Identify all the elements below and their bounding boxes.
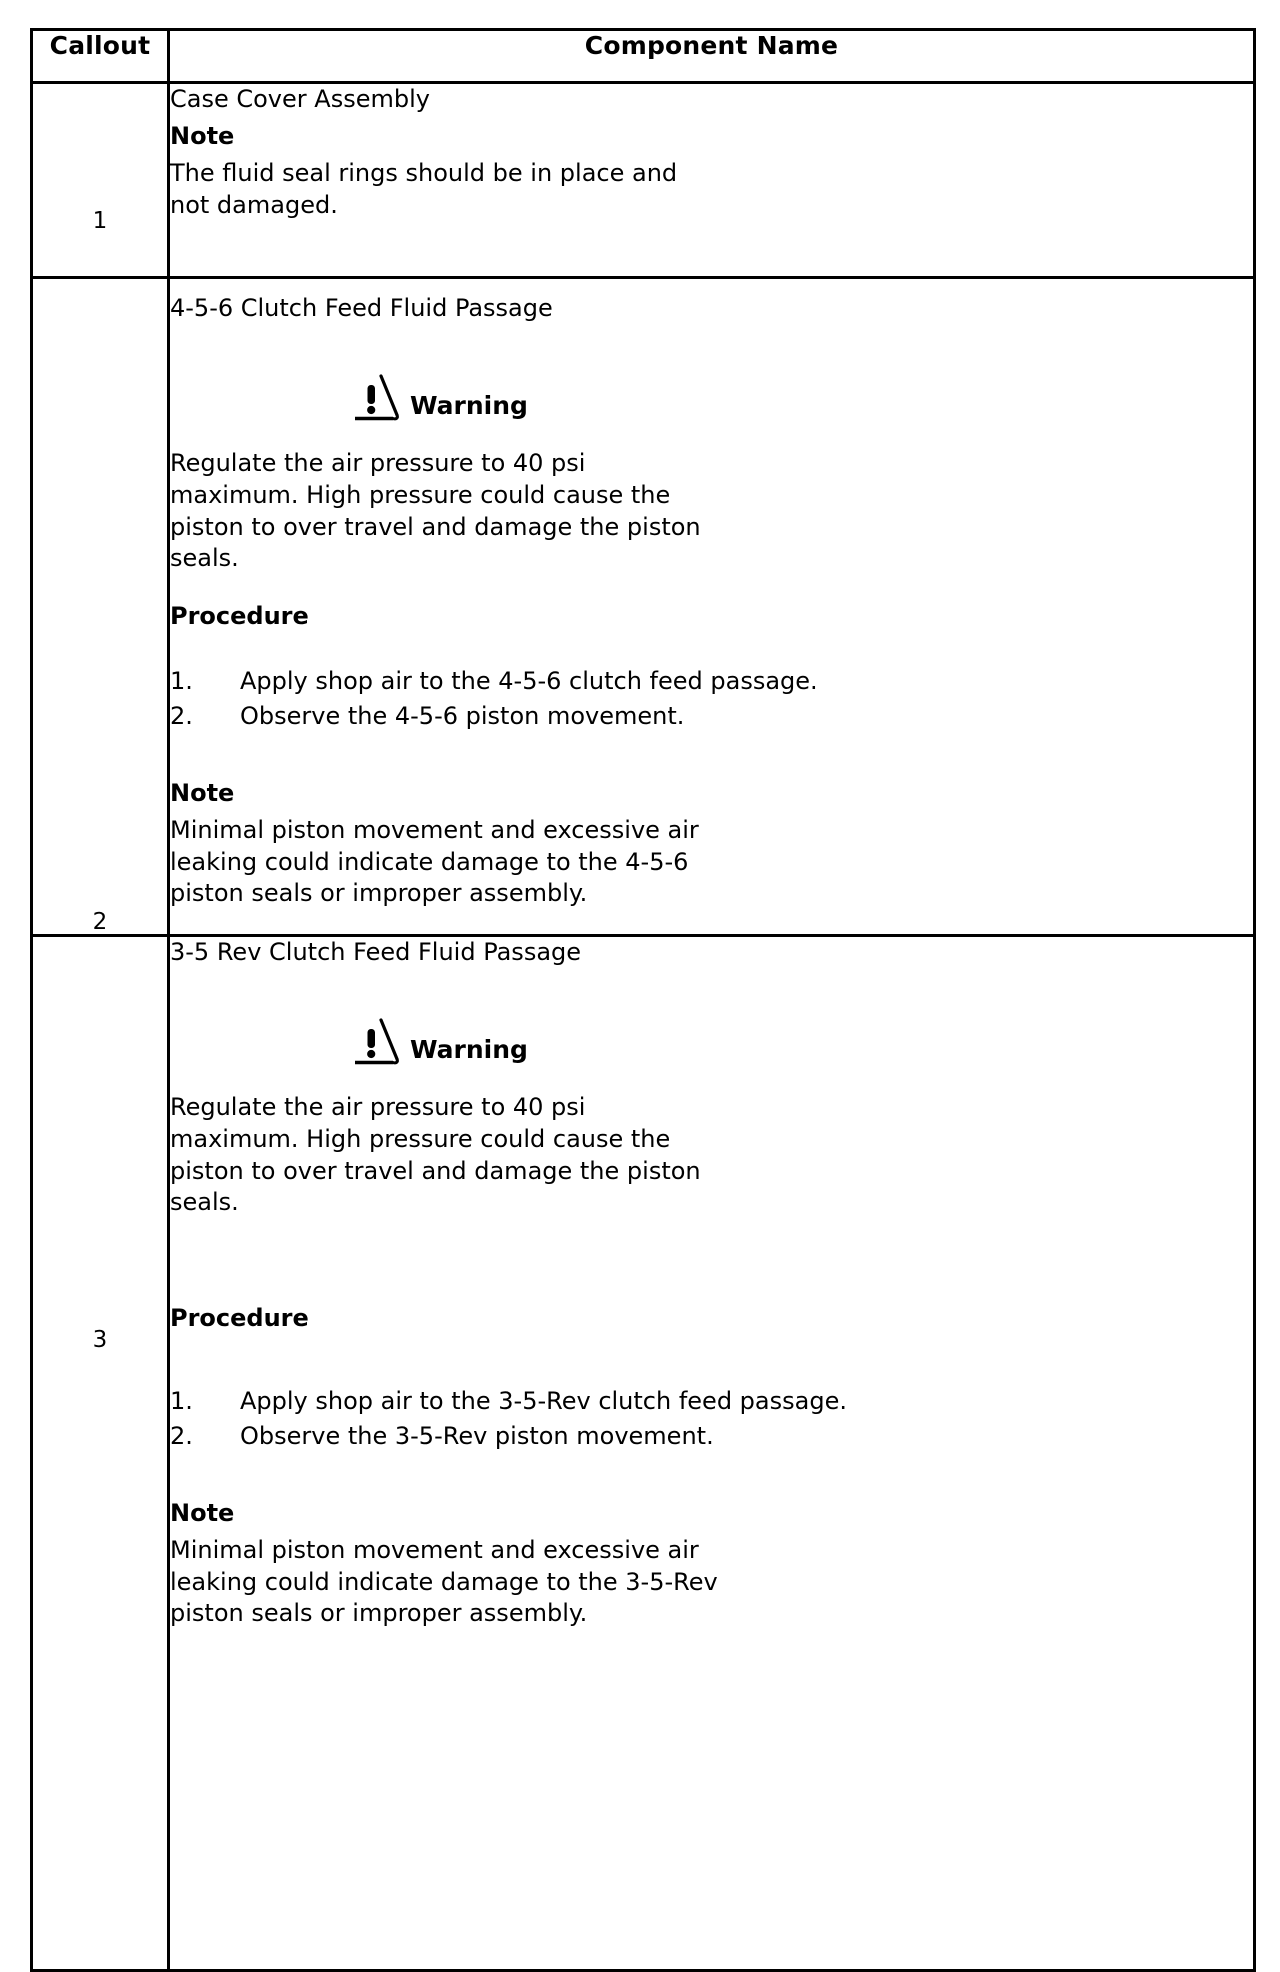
list-item: 1. Apply shop air to the 4-5-6 clutch fe… — [170, 664, 1253, 699]
spacer — [170, 575, 1253, 601]
procedure-heading: Procedure — [170, 1303, 309, 1332]
spacer — [170, 974, 1253, 1018]
warning-triangle-exclamation-icon — [355, 374, 399, 421]
warning-text: Regulate the air pressure to 40 psi maxi… — [170, 1093, 701, 1217]
list-item: 1. Apply shop air to the 3-5-Rev clutch … — [170, 1384, 1253, 1419]
spacer — [170, 638, 1253, 664]
note-heading: Note — [170, 778, 235, 807]
column-header-callout: Callout — [30, 28, 170, 84]
callout-number: 1 — [92, 208, 108, 234]
component-title: Case Cover Assembly — [170, 85, 430, 113]
warning-banner: Warning — [170, 374, 1253, 422]
warning-banner: Warning — [170, 1018, 1253, 1066]
spacer — [170, 734, 1253, 778]
warning-label: Warning — [410, 391, 528, 421]
step-number: 1. — [170, 667, 193, 696]
step-number: 1. — [170, 1387, 193, 1416]
spacer — [170, 1454, 1253, 1498]
step-text: Apply shop air to the 4-5-6 clutch feed … — [240, 667, 818, 696]
warning-triangle-exclamation-icon — [355, 1018, 399, 1065]
note-heading: Note — [170, 1498, 235, 1527]
component-title: 4-5-6 Clutch Feed Fluid Passage — [170, 294, 553, 322]
component-cell: 4-5-6 Clutch Feed Fluid Passage Warning — [167, 276, 1256, 937]
note-text: Minimal piston movement and excessive ai… — [170, 815, 699, 908]
component-cell: 3-5 Rev Clutch Feed Fluid Passage Warnin… — [167, 934, 1256, 1972]
component-title: 3-5 Rev Clutch Feed Fluid Passage — [170, 938, 582, 966]
step-number: 2. — [170, 1421, 193, 1450]
note-text: The fluid seal rings should be in place … — [170, 159, 678, 220]
note-text: Minimal piston movement and excessive ai… — [170, 1535, 718, 1628]
procedure-heading: Procedure — [170, 601, 309, 630]
spacer — [170, 1066, 1253, 1092]
spacer — [170, 330, 1253, 374]
table-header: Callout Component Name — [30, 28, 1256, 84]
step-number: 2. — [170, 701, 193, 730]
step-text: Observe the 4-5-6 piston movement. — [240, 701, 685, 730]
spacer — [170, 1340, 1253, 1384]
spacer — [170, 279, 1253, 293]
table-row: 2 4-5-6 Clutch Feed Fluid Passage — [30, 276, 1256, 937]
spacer — [170, 422, 1253, 448]
warning-label: Warning — [410, 1035, 528, 1065]
warning-text: Regulate the air pressure to 40 psi maxi… — [170, 449, 701, 573]
spacer — [170, 1219, 1253, 1277]
component-cell: Case Cover Assembly Note The fluid seal … — [167, 81, 1256, 279]
list-item: 2. Observe the 3-5-Rev piston movement. — [170, 1419, 1253, 1454]
spacer — [170, 1277, 1253, 1303]
step-text: Apply shop air to the 3-5-Rev clutch fee… — [240, 1387, 847, 1416]
step-text: Observe the 3-5-Rev piston movement. — [240, 1421, 714, 1450]
callout-cell: 2 — [30, 276, 170, 937]
note-heading: Note — [170, 122, 235, 151]
table-body: 1 Case Cover Assembly Note The fluid sea… — [30, 81, 1256, 1972]
header-row: Callout Component Name — [30, 28, 1256, 84]
callout-number: 3 — [92, 1327, 108, 1353]
table-row: 3 3-5 Rev Clutch Feed Fluid Passage — [30, 934, 1256, 1972]
callout-cell: 1 — [30, 81, 170, 279]
column-header-component-name: Component Name — [167, 28, 1256, 84]
callout-cell: 3 — [30, 934, 170, 1972]
table-row: 1 Case Cover Assembly Note The fluid sea… — [30, 81, 1256, 279]
procedure-list: 1. Apply shop air to the 4-5-6 clutch fe… — [170, 664, 1253, 734]
callout-number: 2 — [92, 909, 108, 935]
component-callout-table: Callout Component Name 1 Case Cover Asse… — [30, 28, 1256, 1972]
list-item: 2. Observe the 4-5-6 piston movement. — [170, 699, 1253, 734]
procedure-list: 1. Apply shop air to the 3-5-Rev clutch … — [170, 1384, 1253, 1454]
